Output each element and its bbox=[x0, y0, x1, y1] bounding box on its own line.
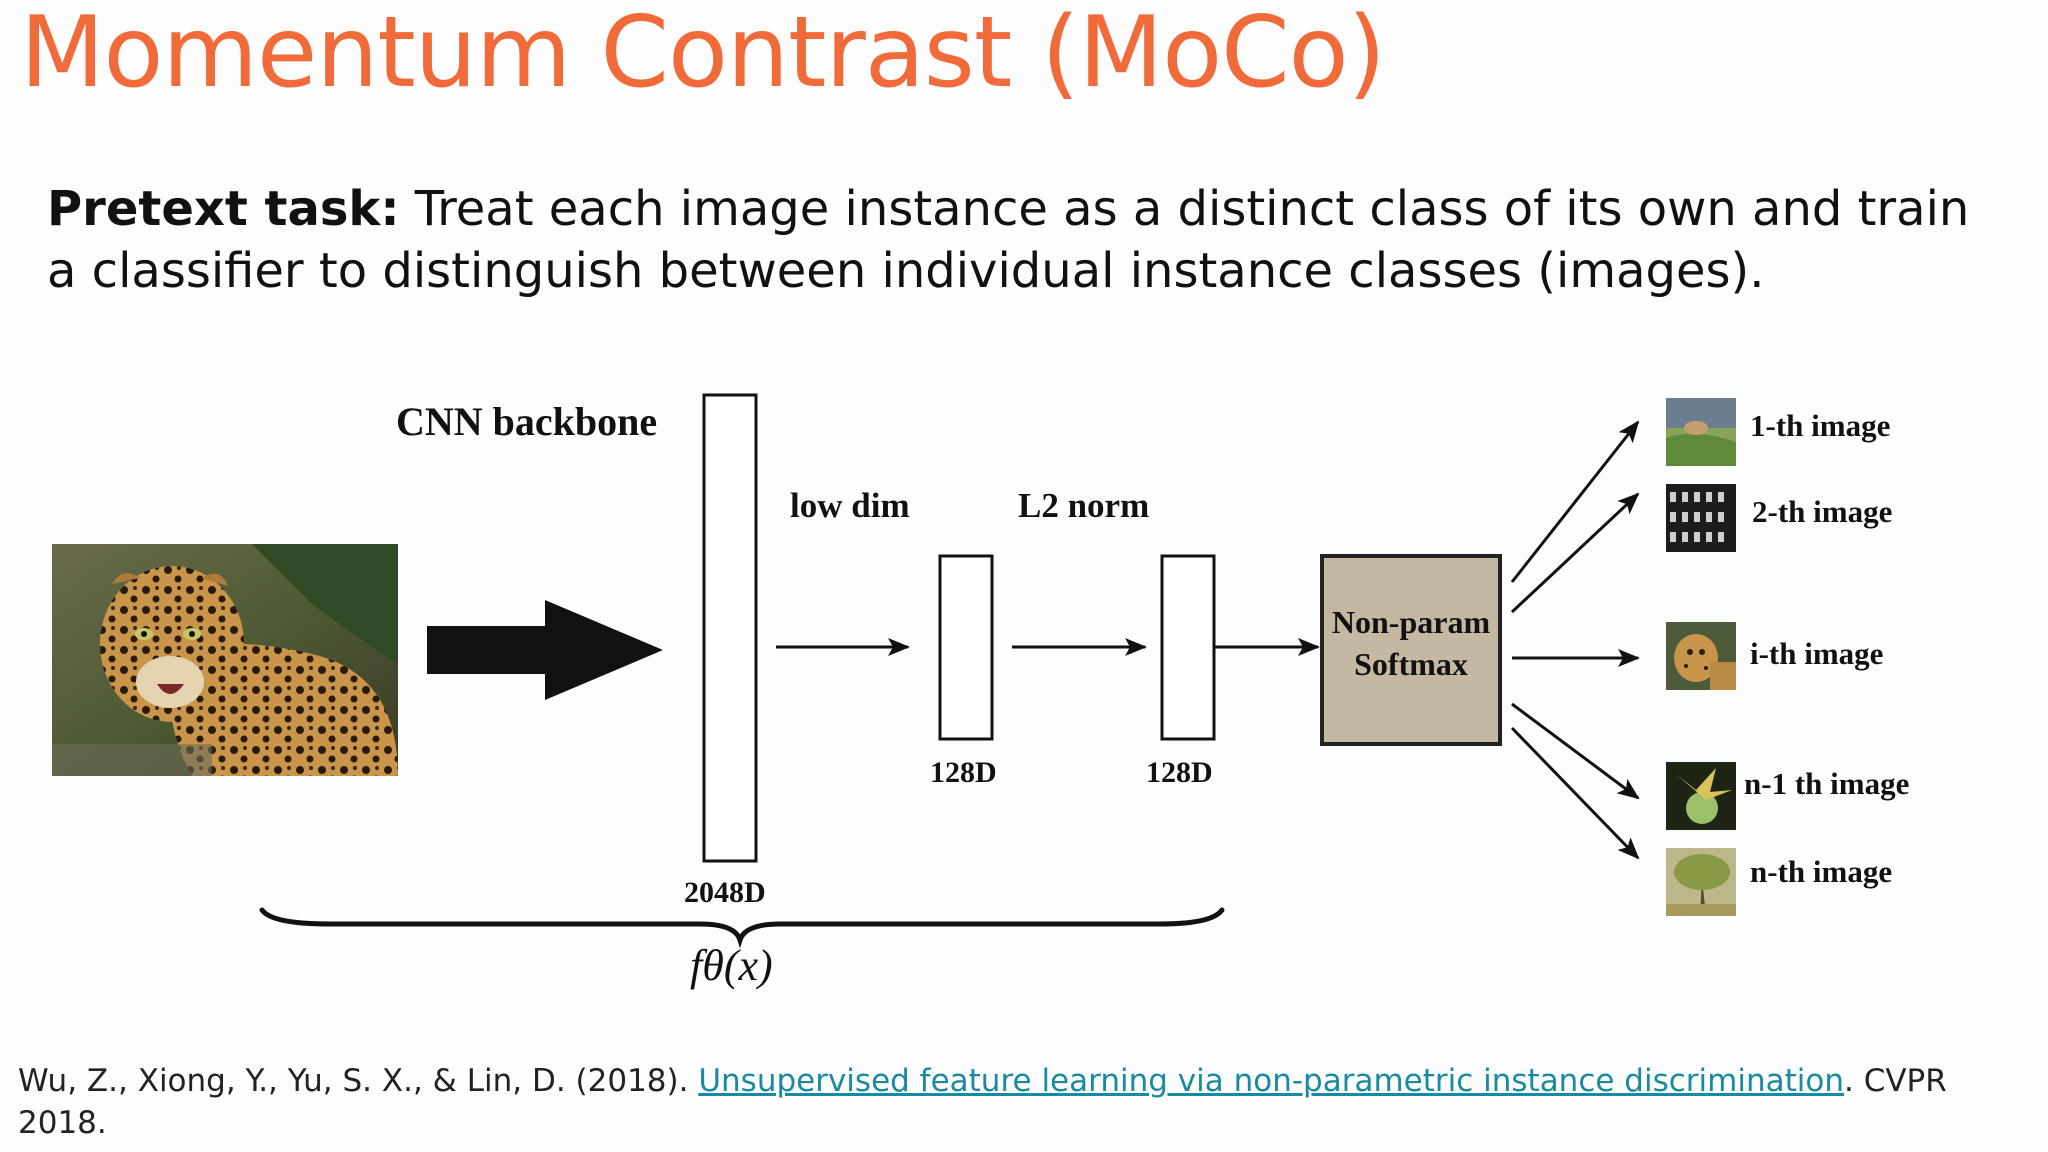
function-label: fθ(x) bbox=[690, 941, 773, 990]
low-dim-label: low dim bbox=[790, 486, 910, 525]
citation-venue: . CVPR 2018. bbox=[18, 1063, 1947, 1141]
cnn-backbone-label: CNN backbone bbox=[396, 399, 658, 444]
backbone-feature-bar bbox=[702, 393, 758, 863]
output-label-2th: 2-th image bbox=[1752, 494, 1893, 529]
reference-citation: Wu, Z., Xiong, Y., Yu, S. X., & Lin, D. … bbox=[18, 1060, 1948, 1144]
dim-2048-label: 2048D bbox=[684, 876, 766, 909]
arrow-to-2th bbox=[1510, 492, 1640, 614]
dim-128-label-b: 128D bbox=[1146, 756, 1213, 789]
citation-authors: Wu, Z., Xiong, Y., Yu, S. X., & Lin, D. … bbox=[18, 1063, 699, 1099]
output-label-nth: n-th image bbox=[1750, 854, 1893, 889]
output-label-n1th: n-1 th image bbox=[1744, 766, 1910, 801]
arrow-to-nth bbox=[1510, 726, 1640, 860]
thumbnail-1th-image bbox=[1666, 398, 1736, 466]
output-label-1th: 1-th image bbox=[1750, 408, 1891, 443]
lowdim-feature-bar bbox=[938, 554, 994, 741]
paper-link[interactable]: Unsupervised feature learning via non-pa… bbox=[698, 1063, 1844, 1099]
thumbnail-nth-image bbox=[1666, 848, 1736, 916]
arrow-to-n1th bbox=[1511, 702, 1640, 800]
leopard-input-image bbox=[52, 544, 398, 776]
thumbnail-n1th-image bbox=[1666, 762, 1736, 830]
pretext-description: Pretext task: Treat each image instance … bbox=[47, 178, 1977, 302]
arrow-to-1th bbox=[1510, 420, 1640, 583]
l2-norm-label: L2 norm bbox=[1018, 486, 1150, 525]
input-arrow bbox=[427, 600, 663, 700]
pretext-body: Treat each image instance as a distinct … bbox=[47, 181, 1970, 299]
output-label-ith: i-th image bbox=[1750, 636, 1884, 671]
function-brace bbox=[259, 907, 1225, 949]
softmax-label-line1: Non-param bbox=[1331, 604, 1491, 640]
slide-title: Momentum Contrast (MoCo) bbox=[20, 0, 1386, 110]
dim-128-label-a: 128D bbox=[930, 756, 997, 789]
softmax-label-line2: Softmax bbox=[1354, 646, 1468, 682]
thumbnail-ith-image bbox=[1666, 622, 1736, 690]
thumbnail-2th-image bbox=[1666, 484, 1736, 552]
l2norm-feature-bar bbox=[1160, 554, 1216, 741]
pretext-label: Pretext task: bbox=[47, 181, 400, 237]
softmax-box bbox=[1320, 554, 1502, 746]
